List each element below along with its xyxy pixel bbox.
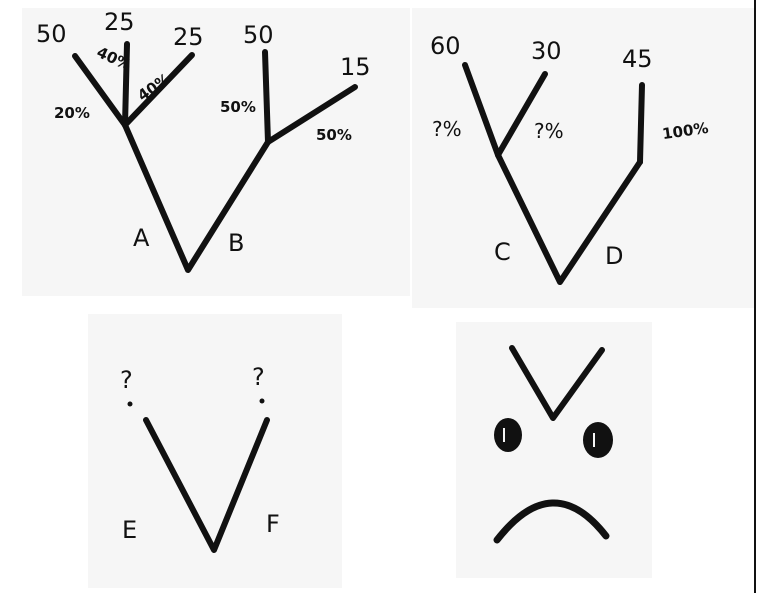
a-child-1-percent: 20%	[54, 104, 90, 122]
b-child-1-percent: 50%	[220, 98, 256, 116]
c-branch-left	[462, 62, 501, 158]
a-child-2-value: 25	[104, 8, 135, 36]
a-branch-left	[72, 53, 128, 128]
b-branch-left	[262, 49, 271, 145]
a-child-3-value: 25	[173, 23, 204, 51]
tree-ef: ? ? E F	[120, 363, 280, 553]
c-child-2-percent: ?%	[534, 119, 564, 143]
c-child-2-value: 30	[531, 37, 562, 65]
e-unknown-mark: ?	[120, 366, 133, 394]
node-c-label: C	[494, 238, 511, 266]
tree-ef-root-edges	[143, 417, 270, 553]
d-branch	[637, 82, 645, 165]
c-child-1-percent: ?%	[432, 117, 462, 141]
b-branch-right	[265, 84, 358, 145]
node-b-label: B	[228, 229, 244, 257]
panel-tree-cd	[412, 8, 756, 308]
face-brow	[509, 345, 605, 421]
f-unknown-mark: ?	[252, 363, 265, 391]
node-e-label: E	[122, 516, 137, 544]
left-eye	[494, 418, 522, 452]
d-child-1-value: 45	[622, 45, 653, 73]
f-mark-dot	[259, 398, 265, 404]
c-child-1-value: 60	[430, 32, 461, 60]
e-mark-dot	[127, 401, 133, 407]
panel-frown-face	[456, 322, 652, 578]
right-eye	[583, 422, 613, 458]
a-child-1-value: 50	[36, 20, 67, 48]
a-branch-middle	[122, 41, 130, 128]
node-a-label: A	[133, 224, 150, 252]
b-child-2-value: 15	[340, 53, 371, 81]
b-child-1-value: 50	[243, 21, 274, 49]
node-f-label: F	[266, 510, 280, 538]
panel-tree-ab	[22, 8, 410, 296]
face-mouth	[493, 499, 610, 544]
tree-cd-root-edges	[495, 152, 643, 285]
frowning-face-icon	[493, 345, 613, 544]
node-d-label: D	[605, 242, 623, 270]
c-branch-right	[495, 71, 548, 158]
b-child-2-percent: 50%	[316, 126, 352, 144]
a-branch-right	[122, 52, 195, 128]
tree-ab-root-edges	[122, 122, 271, 273]
tree-ab: 50 25 25 20% 40% 40% 50 15 50% 50% A B	[36, 8, 371, 273]
